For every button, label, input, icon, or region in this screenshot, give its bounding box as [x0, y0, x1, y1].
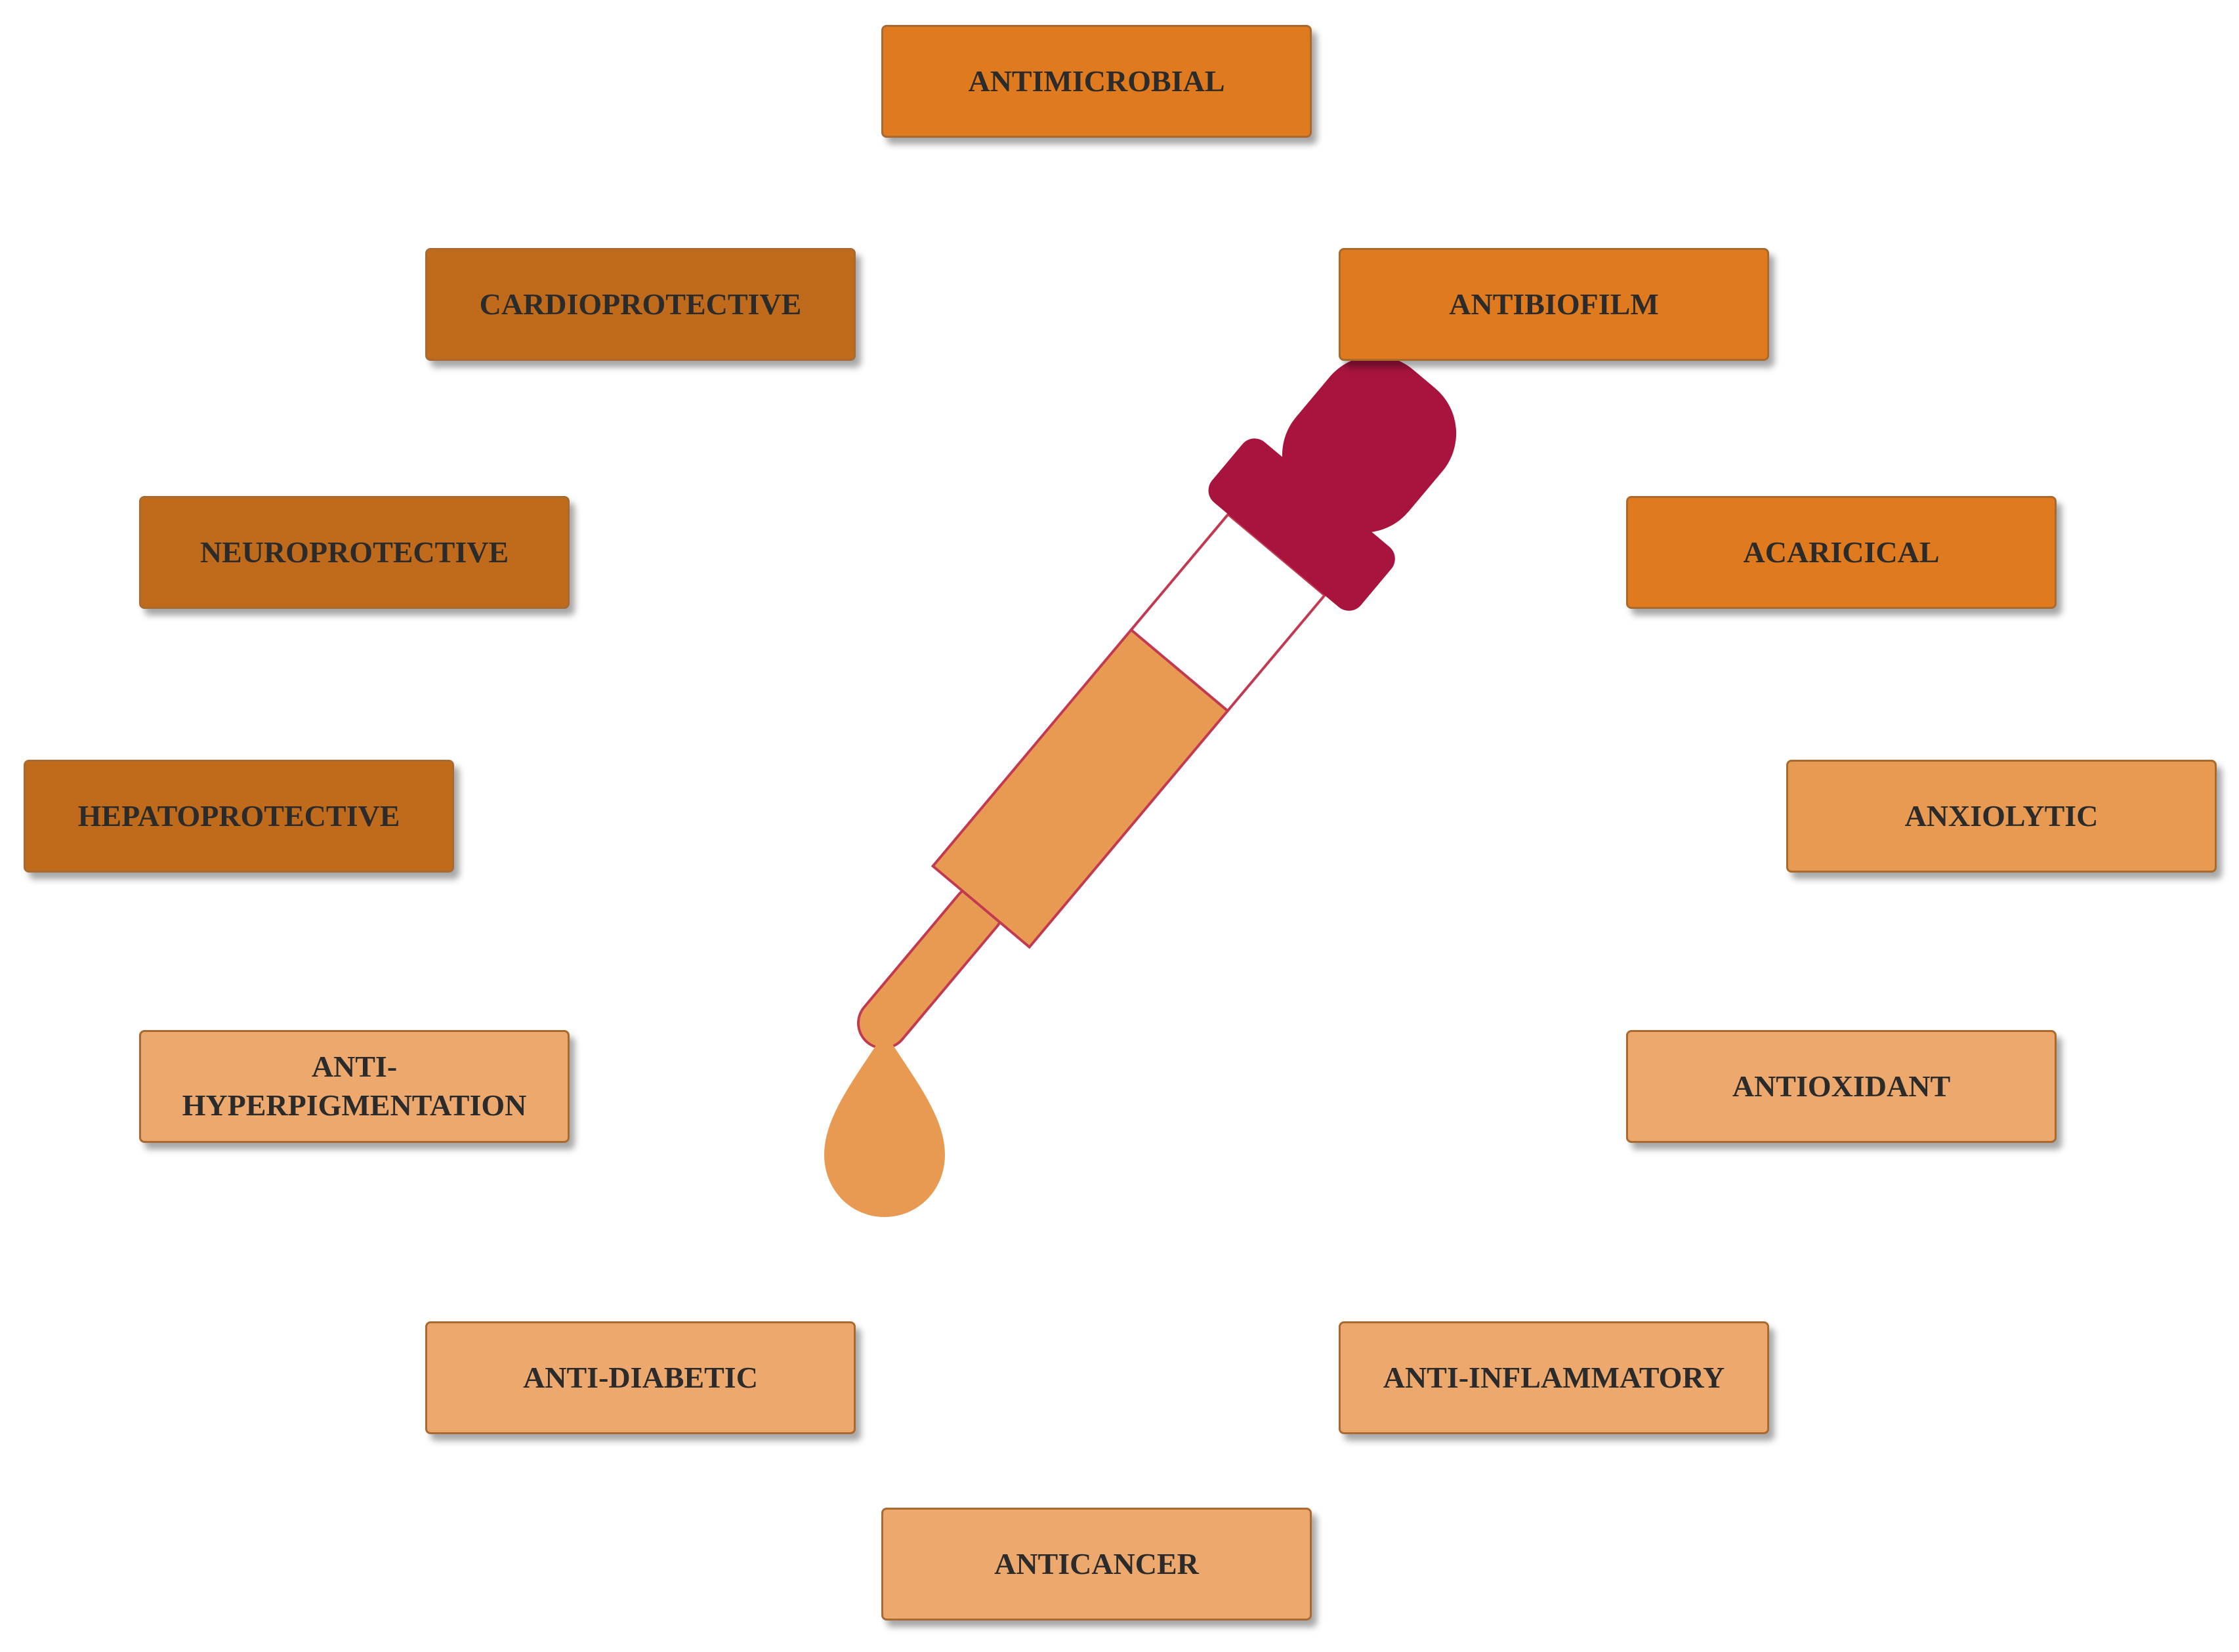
- box-antibiofilm: ANTIBIOFILM: [1339, 248, 1769, 361]
- box-anti-diabetic: ANTI-DIABETIC: [425, 1321, 856, 1434]
- box-antioxidant: ANTIOXIDANT: [1626, 1030, 2057, 1143]
- box-anti-hyperpigmentation: ANTI- HYPERPIGMENTATION: [139, 1030, 570, 1143]
- box-cardioprotective: CARDIOPROTECTIVE: [425, 248, 856, 361]
- box-acaricical: ACARICICAL: [1626, 496, 2057, 609]
- dropper-tube-filled: [931, 628, 1230, 949]
- dropper-cap-collar: [1208, 438, 1395, 611]
- box-anxiolytic: ANXIOLYTIC: [1786, 760, 2217, 873]
- box-anti-inflammatory: ANTI-INFLAMMATORY: [1339, 1321, 1769, 1434]
- drop-icon: [824, 1032, 945, 1217]
- box-hepatoprotective: HEPATOPROTECTIVE: [24, 760, 454, 873]
- dropper-cap-bulb: [1282, 356, 1457, 533]
- box-antimicrobial: ANTIMICROBIAL: [881, 25, 1312, 138]
- box-anticancer: ANTICANCER: [881, 1508, 1312, 1621]
- box-neuroprotective: NEUROPROTECTIVE: [139, 496, 570, 609]
